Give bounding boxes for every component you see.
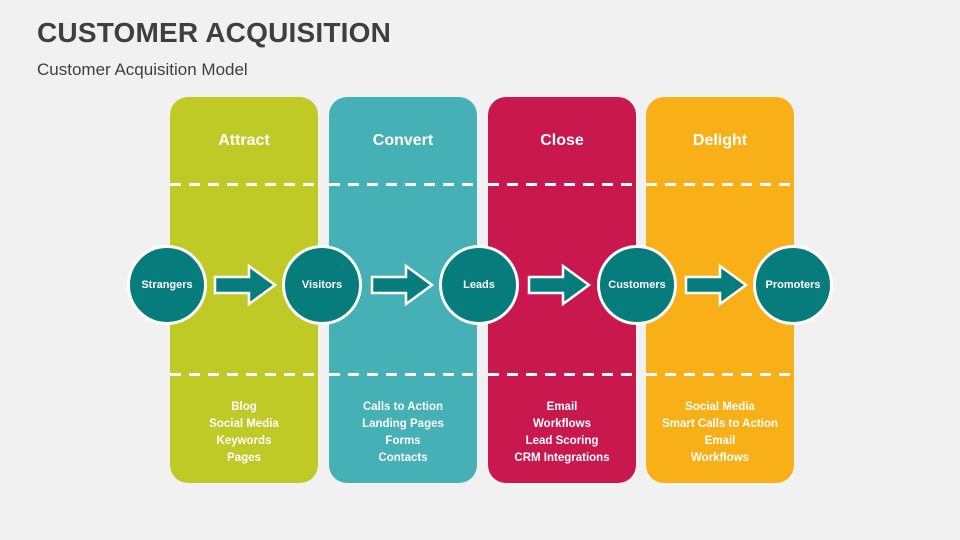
flow-node-leads: Leads (439, 245, 519, 325)
flow-node-strangers: Strangers (127, 245, 207, 325)
stage-item: Forms (385, 435, 421, 447)
flow-node-label: Promoters (765, 279, 821, 291)
stage-item: CRM Integrations (514, 452, 610, 464)
stage-item: Social Media (685, 401, 755, 413)
flow-node-visitors: Visitors (282, 245, 362, 325)
dashed-divider (329, 373, 477, 376)
dashed-divider (488, 373, 636, 376)
stage-items-convert: Calls to Action Landing Pages Forms Cont… (331, 376, 475, 476)
dashed-divider (488, 183, 636, 186)
flow-arrow-icon (213, 263, 278, 307)
page-title: CUSTOMER ACQUISITION (37, 17, 392, 48)
dashed-divider (329, 183, 477, 186)
stage-item: Social Media (209, 418, 279, 430)
stage-item: Landing Pages (362, 418, 444, 430)
flow-arrow-icon (527, 263, 592, 307)
flow-node-customers: Customers (597, 245, 677, 325)
dashed-divider (646, 373, 794, 376)
stage-title-attract: Attract (218, 132, 270, 149)
stage-item: Lead Scoring (525, 435, 599, 447)
flow-node-label: Visitors (301, 279, 343, 291)
dashed-divider (170, 183, 318, 186)
stage-title-delight: Delight (692, 132, 748, 149)
stage-item: Keywords (216, 435, 272, 447)
stage-item: Blog (231, 401, 257, 413)
stage-item: Workflows (691, 452, 749, 464)
stage-items-delight: Social Media Smart Calls to Action Email… (648, 376, 792, 476)
stage-item: Smart Calls to Action (662, 418, 778, 430)
flow-node-label: Strangers (141, 279, 193, 291)
stage-title-convert: Convert (372, 132, 434, 149)
flow-arrow-icon (370, 263, 435, 307)
dashed-divider (170, 373, 318, 376)
flow-node-label: Customers (608, 279, 666, 291)
stage-item: Calls to Action (362, 401, 444, 413)
dashed-divider (646, 183, 794, 186)
stage-item: Email (704, 435, 736, 447)
stage-item: Email (546, 401, 578, 413)
stage-item: Workflows (533, 418, 591, 430)
flow-node-label: Leads (463, 279, 495, 291)
flow-arrow-icon (684, 263, 749, 307)
stage-title-close: Close (540, 132, 584, 149)
stage-items-close: Email Workflows Lead Scoring CRM Integra… (490, 376, 634, 476)
stage-items-attract: Blog Social Media Keywords Pages (172, 376, 316, 476)
page-subtitle: Customer Acquisition Model (37, 60, 248, 79)
flow-node-promoters: Promoters (753, 245, 833, 325)
stage-item: Contacts (378, 452, 428, 464)
stage-item: Pages (227, 452, 261, 464)
